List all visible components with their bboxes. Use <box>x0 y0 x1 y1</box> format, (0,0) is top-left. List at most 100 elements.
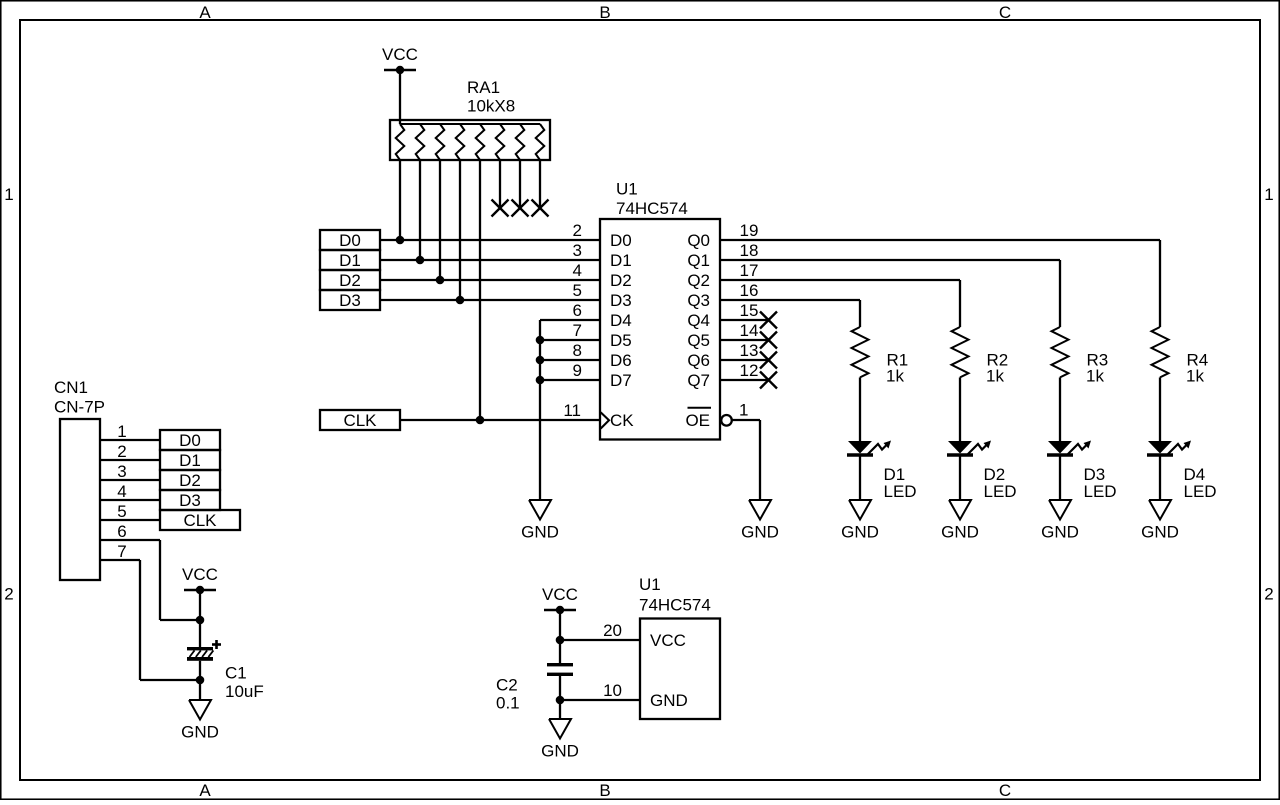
svg-text:Q2: Q2 <box>687 271 710 290</box>
svg-text:3: 3 <box>117 462 126 481</box>
svg-text:D0: D0 <box>179 431 201 450</box>
svg-text:CLK: CLK <box>343 411 377 430</box>
svg-text:GND: GND <box>1041 523 1079 542</box>
svg-text:D0: D0 <box>610 231 632 250</box>
svg-text:GND: GND <box>650 691 688 710</box>
svg-text:D5: D5 <box>610 331 632 350</box>
svg-text:1: 1 <box>1264 185 1273 204</box>
svg-text:11: 11 <box>563 401 581 420</box>
svg-text:13: 13 <box>740 341 759 360</box>
svg-text:VCC: VCC <box>650 631 686 650</box>
svg-text:GND: GND <box>741 523 779 542</box>
svg-text:D1: D1 <box>610 251 632 270</box>
svg-text:D7: D7 <box>610 371 632 390</box>
svg-text:16: 16 <box>740 281 759 300</box>
svg-text:1k: 1k <box>1086 367 1104 386</box>
svg-text:7: 7 <box>573 321 582 340</box>
svg-text:2: 2 <box>1264 585 1273 604</box>
svg-text:C1: C1 <box>225 664 247 683</box>
svg-text:D2: D2 <box>984 465 1006 484</box>
svg-text:10uF: 10uF <box>225 682 264 701</box>
svg-text:VCC: VCC <box>182 565 218 584</box>
svg-text:9: 9 <box>573 361 582 380</box>
svg-text:R1: R1 <box>887 351 909 370</box>
svg-text:10kX8: 10kX8 <box>467 97 515 116</box>
svg-text:3: 3 <box>573 241 582 260</box>
svg-text:5: 5 <box>573 281 582 300</box>
svg-text:GND: GND <box>941 523 979 542</box>
svg-text:D3: D3 <box>179 491 201 510</box>
svg-text:RA1: RA1 <box>467 78 500 97</box>
svg-text:R4: R4 <box>1187 351 1209 370</box>
svg-text:U1: U1 <box>616 180 638 199</box>
svg-text:Q3: Q3 <box>687 291 710 310</box>
svg-text:CN1: CN1 <box>54 378 88 397</box>
svg-text:D2: D2 <box>610 271 632 290</box>
svg-text:18: 18 <box>740 241 759 260</box>
svg-text:GND: GND <box>841 523 879 542</box>
svg-text:74HC574: 74HC574 <box>616 199 688 218</box>
svg-text:7: 7 <box>117 542 126 561</box>
svg-text:LED: LED <box>884 482 917 501</box>
svg-text:1: 1 <box>739 401 748 420</box>
svg-text:19: 19 <box>740 221 759 240</box>
svg-text:D1: D1 <box>339 251 361 270</box>
svg-text:1k: 1k <box>886 367 904 386</box>
svg-text:4: 4 <box>117 482 126 501</box>
svg-text:Q7: Q7 <box>687 371 710 390</box>
svg-text:10: 10 <box>603 681 622 700</box>
svg-text:D3: D3 <box>339 291 361 310</box>
svg-text:D1: D1 <box>179 451 201 470</box>
svg-text:LED: LED <box>1084 482 1117 501</box>
svg-text:Q5: Q5 <box>687 331 710 350</box>
svg-text:2: 2 <box>4 585 13 604</box>
svg-text:5: 5 <box>117 502 126 521</box>
svg-text:D4: D4 <box>610 311 632 330</box>
svg-text:B: B <box>599 781 610 800</box>
svg-text:D2: D2 <box>179 471 201 490</box>
svg-text:2: 2 <box>117 442 126 461</box>
svg-text:14: 14 <box>740 321 759 340</box>
svg-text:2: 2 <box>573 221 582 240</box>
svg-text:VCC: VCC <box>382 45 418 64</box>
svg-text:OE: OE <box>685 411 710 430</box>
svg-text:R2: R2 <box>987 351 1009 370</box>
svg-text:VCC: VCC <box>542 585 578 604</box>
svg-text:R3: R3 <box>1087 351 1109 370</box>
svg-text:74HC574: 74HC574 <box>639 596 711 615</box>
svg-text:D3: D3 <box>610 291 632 310</box>
svg-text:CLK: CLK <box>183 511 217 530</box>
svg-text:4: 4 <box>573 261 582 280</box>
svg-text:C: C <box>999 781 1011 800</box>
svg-text:CK: CK <box>610 411 634 430</box>
svg-text:1: 1 <box>117 422 126 441</box>
svg-text:17: 17 <box>740 261 759 280</box>
svg-text:Q0: Q0 <box>687 231 710 250</box>
svg-text:Q4: Q4 <box>687 311 710 330</box>
svg-text:D3: D3 <box>1084 465 1106 484</box>
svg-text:6: 6 <box>573 301 582 320</box>
svg-text:GND: GND <box>521 523 559 542</box>
svg-text:GND: GND <box>181 723 219 742</box>
svg-text:GND: GND <box>1141 523 1179 542</box>
svg-text:15: 15 <box>740 301 759 320</box>
svg-text:1: 1 <box>4 185 13 204</box>
svg-text:D1: D1 <box>884 465 906 484</box>
svg-text:1k: 1k <box>1186 367 1204 386</box>
svg-text:D4: D4 <box>1184 465 1206 484</box>
svg-text:C: C <box>999 3 1011 22</box>
svg-text:1k: 1k <box>986 367 1004 386</box>
svg-text:Q1: Q1 <box>687 251 710 270</box>
svg-text:20: 20 <box>603 621 622 640</box>
svg-text:6: 6 <box>117 522 126 541</box>
svg-text:CN-7P: CN-7P <box>54 398 105 417</box>
svg-text:C2: C2 <box>496 676 518 695</box>
svg-text:LED: LED <box>984 482 1017 501</box>
svg-text:12: 12 <box>740 361 759 380</box>
svg-text:A: A <box>199 781 211 800</box>
svg-text:D6: D6 <box>610 351 632 370</box>
svg-text:GND: GND <box>541 742 579 761</box>
svg-text:U1: U1 <box>639 575 661 594</box>
svg-text:LED: LED <box>1184 482 1217 501</box>
svg-text:A: A <box>199 3 211 22</box>
